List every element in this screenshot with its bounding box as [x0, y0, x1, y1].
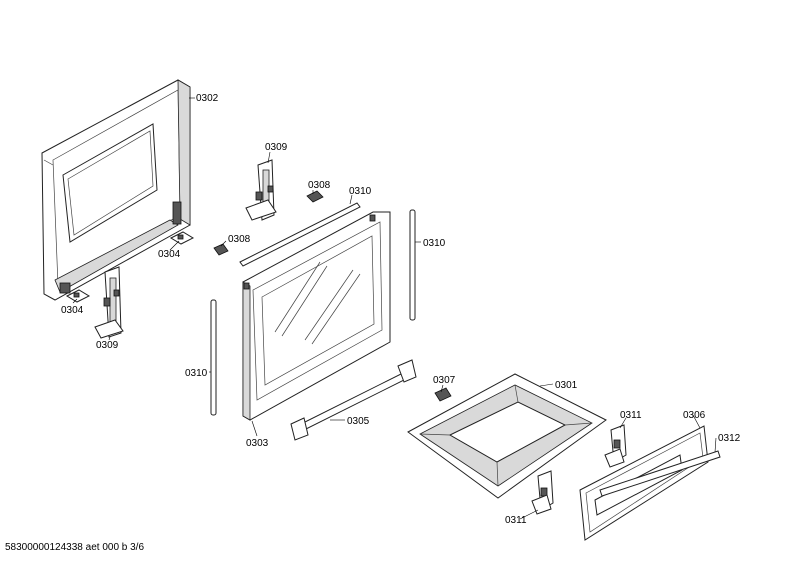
- strip-0312: [599, 450, 721, 497]
- label-0310-right: 0310: [423, 238, 446, 249]
- hinge-0309-top: [245, 159, 277, 221]
- runner-0311-bottom: [531, 470, 554, 515]
- door-handle-0305: [290, 359, 417, 441]
- hinge-0309-bottom: [94, 266, 124, 339]
- label-0306: 0306: [683, 410, 706, 421]
- label-0304-a: 0304: [158, 249, 181, 260]
- label-0311-top: 0311: [620, 410, 642, 421]
- label-0304-b: 0304: [61, 305, 84, 316]
- runner-0311-top: [604, 424, 627, 468]
- inner-door-frame-0302: [41, 79, 191, 301]
- seal-0310-right: [409, 209, 416, 321]
- clip-0308-top: [306, 190, 324, 203]
- outer-door-glass-0303: [242, 211, 391, 421]
- part-labels: 0302 0309 0308 0310 0308 0310 0304 0304 …: [61, 93, 741, 526]
- label-0309-bottom: 0309: [96, 340, 119, 351]
- label-0301: 0301: [555, 380, 578, 391]
- label-0307: 0307: [433, 375, 456, 386]
- label-0311-bottom: 0311: [505, 515, 527, 526]
- drawer-tray-0301: [407, 373, 607, 499]
- label-0310-left: 0310: [185, 368, 208, 379]
- clip-0304-b: [65, 289, 91, 303]
- label-0310-top: 0310: [349, 186, 372, 197]
- label-0302: 0302: [196, 93, 219, 104]
- label-0308-mid: 0308: [228, 234, 251, 245]
- label-0309-top: 0309: [265, 142, 288, 153]
- label-0305: 0305: [347, 416, 370, 427]
- drawer-front-0306: [579, 425, 709, 541]
- seal-0310-left: [210, 299, 217, 416]
- clip-0308-mid: [213, 243, 229, 256]
- leader-lines: [72, 97, 717, 520]
- seal-0310-top: [239, 202, 361, 267]
- label-0308-top: 0308: [308, 180, 331, 191]
- label-0303: 0303: [246, 438, 269, 449]
- document-reference: 58300000124338 aet 000 b 3/6: [5, 542, 145, 553]
- label-0312: 0312: [718, 433, 741, 444]
- bracket-0307: [434, 387, 452, 402]
